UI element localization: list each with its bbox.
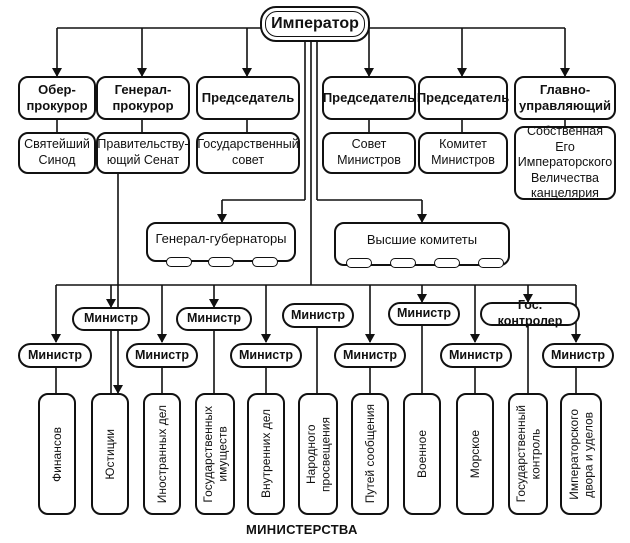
role-label: Председатель [416, 89, 510, 105]
minister-imperial-court: Министр [542, 343, 614, 368]
role-chief-administrator: Главно- управляющий [514, 76, 616, 120]
minister-railways: Министр [334, 343, 406, 368]
governors-general-label: Генерал-губернаторы [155, 230, 287, 246]
role-ober-prokuror: Обер- прокурор [18, 76, 96, 120]
minister-label: Министр [186, 311, 242, 326]
ministry-label: Народного просвещения [303, 416, 332, 492]
ministry-label: Государственных имуществ [200, 405, 229, 503]
minister-war: Министр [388, 302, 460, 326]
minister-label: Министр [448, 347, 504, 362]
state-controller-label: Гос. контролер [497, 298, 563, 328]
minister-label: Министр [238, 347, 294, 362]
governors-tab [208, 257, 234, 267]
ministry-justice: Юстиции [91, 393, 129, 515]
ministry-foreign-affairs: Иностранных дел [143, 393, 181, 515]
minister-label: Министр [134, 347, 190, 362]
role-label: Председатель [201, 89, 295, 105]
ministry-navy: Морское [456, 393, 494, 515]
minister-label: Министр [83, 311, 139, 326]
institution-label: Святейший Синод [24, 137, 90, 167]
role-label: Главно- управляющий [519, 81, 611, 113]
institution-label: Государственный совет [197, 137, 299, 167]
ministry-state-property: Государственных имуществ [195, 393, 235, 515]
ministry-label: Финансов [49, 426, 64, 482]
ministry-label: Иностранных дел [154, 404, 169, 504]
institution-council-ministers: Совет Министров [322, 132, 416, 174]
institution-label: Комитет Министров [431, 137, 495, 167]
higher-committees-label: Высшие комитеты [366, 231, 478, 247]
emperor-box: Император [260, 6, 370, 42]
ministry-railways: Путей сообщения [351, 393, 389, 515]
minister-navy: Министр [440, 343, 512, 368]
committees-tab [434, 258, 460, 268]
institution-label: Правительству- ющий Сенат [97, 137, 189, 167]
role-label: Обер- прокурор [26, 81, 88, 113]
committees-tab [478, 258, 504, 268]
minister-label: Министр [550, 347, 606, 362]
committees-tab [346, 258, 372, 268]
committees-tab [390, 258, 416, 268]
ministry-label: Юстиции [102, 428, 117, 480]
governors-general-box: Генерал-губернаторы [146, 222, 296, 262]
ministries-caption: МИНИСТЕРСТВА [246, 522, 358, 537]
institution-committee-ministers: Комитет Министров [418, 132, 508, 174]
institution-label: Собственная Его Императорского Величеств… [517, 123, 613, 201]
minister-label: Министр [396, 306, 452, 321]
role-general-prokuror: Генерал- прокурор [96, 76, 190, 120]
role-label: Председатель [322, 89, 416, 105]
institution-chancellery: Собственная Его Императорского Величеств… [514, 123, 616, 201]
state-controller: Гос. контролер [480, 298, 580, 328]
emperor-label: Император [271, 15, 359, 32]
role-label: Генерал- прокурор [112, 81, 174, 113]
minister-justice: Министр [72, 307, 150, 331]
institution-label: Совет Министров [337, 137, 401, 167]
minister-label: Министр [342, 347, 398, 362]
institution-synod: Святейший Синод [18, 132, 96, 174]
institution-state-council: Государственный совет [196, 132, 300, 174]
minister-foreign-affairs: Министр [126, 343, 198, 368]
ministry-label: Военное [414, 430, 429, 478]
minister-education: Министр [282, 303, 354, 328]
ministry-label: Императорского двора и уделов [566, 408, 595, 500]
ministry-state-control: Государственный контроль [508, 393, 548, 515]
minister-finance: Министр [18, 343, 92, 368]
institution-senate: Правительству- ющий Сенат [96, 132, 190, 174]
governors-tab [252, 257, 278, 267]
minister-label: Министр [290, 307, 346, 322]
minister-internal-affairs: Министр [230, 343, 302, 368]
role-chairman-council-ministers: Председатель [322, 76, 416, 120]
governors-tab [166, 257, 192, 267]
ministry-label: Путей сообщения [362, 404, 377, 504]
ministry-internal-affairs: Внутренних дел [247, 393, 285, 515]
role-chairman-committee-ministers: Председатель [416, 76, 510, 120]
minister-label: Министр [27, 347, 83, 362]
role-chairman-state-council: Председатель [196, 76, 300, 120]
minister-state-property: Министр [176, 307, 252, 331]
ministry-label: Внутренних дел [258, 409, 273, 499]
ministry-label: Морское [467, 429, 482, 479]
ministry-war: Военное [403, 393, 441, 515]
ministry-imperial-court: Императорского двора и уделов [560, 393, 602, 515]
ministry-finance: Финансов [38, 393, 76, 515]
ministry-label: Государственный контроль [513, 405, 542, 503]
ministry-education: Народного просвещения [298, 393, 338, 515]
